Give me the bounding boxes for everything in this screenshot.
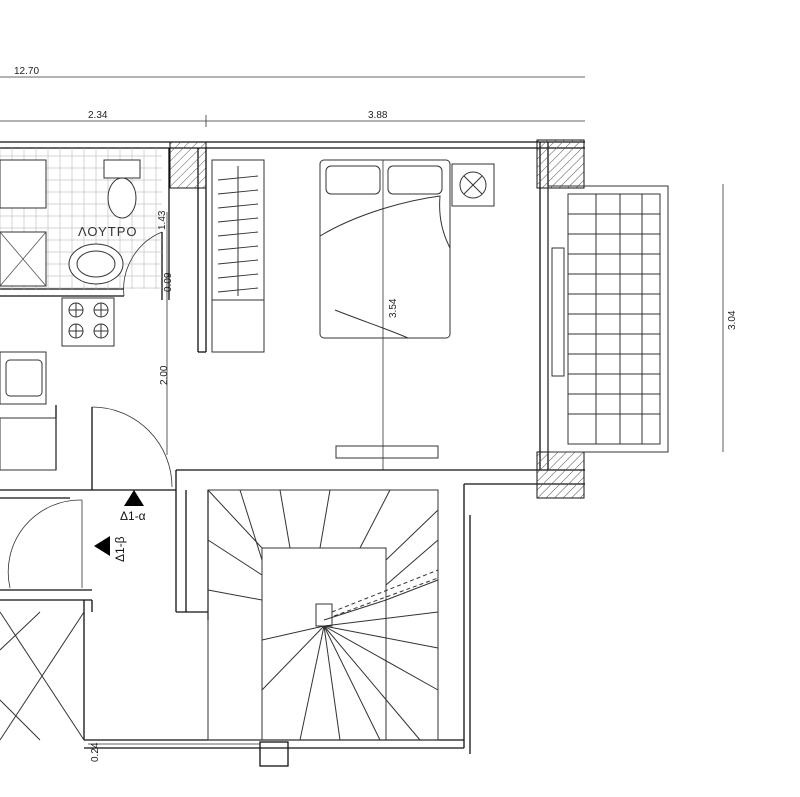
kitchen-counter [0,417,57,471]
columns [169,139,585,499]
bathtub [0,159,47,209]
dim-overall-width: 12.70 [14,66,39,77]
door-marker-b: Δ1-β [94,536,127,562]
column-top-right [536,139,585,189]
dim-balcony-height: 3.04 [727,310,738,330]
lower-left-void [0,611,85,741]
cooktop [61,297,115,347]
dimension-lines [0,76,724,745]
dim-bottom-offset: 0.24 [90,742,101,762]
kitchen-sink [0,351,47,405]
washbasin [68,243,124,285]
dim-bedroom-depth: 3.54 [388,298,399,318]
wardrobe [211,159,265,353]
dim-bath-height: 1.43 [157,210,168,230]
marker-triangle-a [124,490,144,506]
bathroom: ΛΟΥΤΡΟ [0,148,163,297]
door-marker-a-label: Δ1-α [120,509,146,523]
column-top-left [169,141,207,189]
dim-corridor-height: 2.00 [159,365,170,385]
door-marker-b-label: Δ1-β [113,536,127,562]
door-marker-a: Δ1-α [120,490,146,523]
toilet [103,159,141,219]
bathroom-door-swing [123,231,163,297]
door-swings [7,406,173,589]
bathroom-label: ΛΟΥΤΡΟ [78,224,138,239]
balcony [547,185,669,453]
dim-segment-left: 2.34 [88,110,108,121]
bed [319,159,451,339]
dim-segment-right: 3.88 [368,110,388,121]
column-bottom-right [536,451,585,499]
heater [335,445,439,459]
nightstand [451,163,495,207]
staircase [207,489,439,741]
marker-triangle-b [94,536,110,556]
